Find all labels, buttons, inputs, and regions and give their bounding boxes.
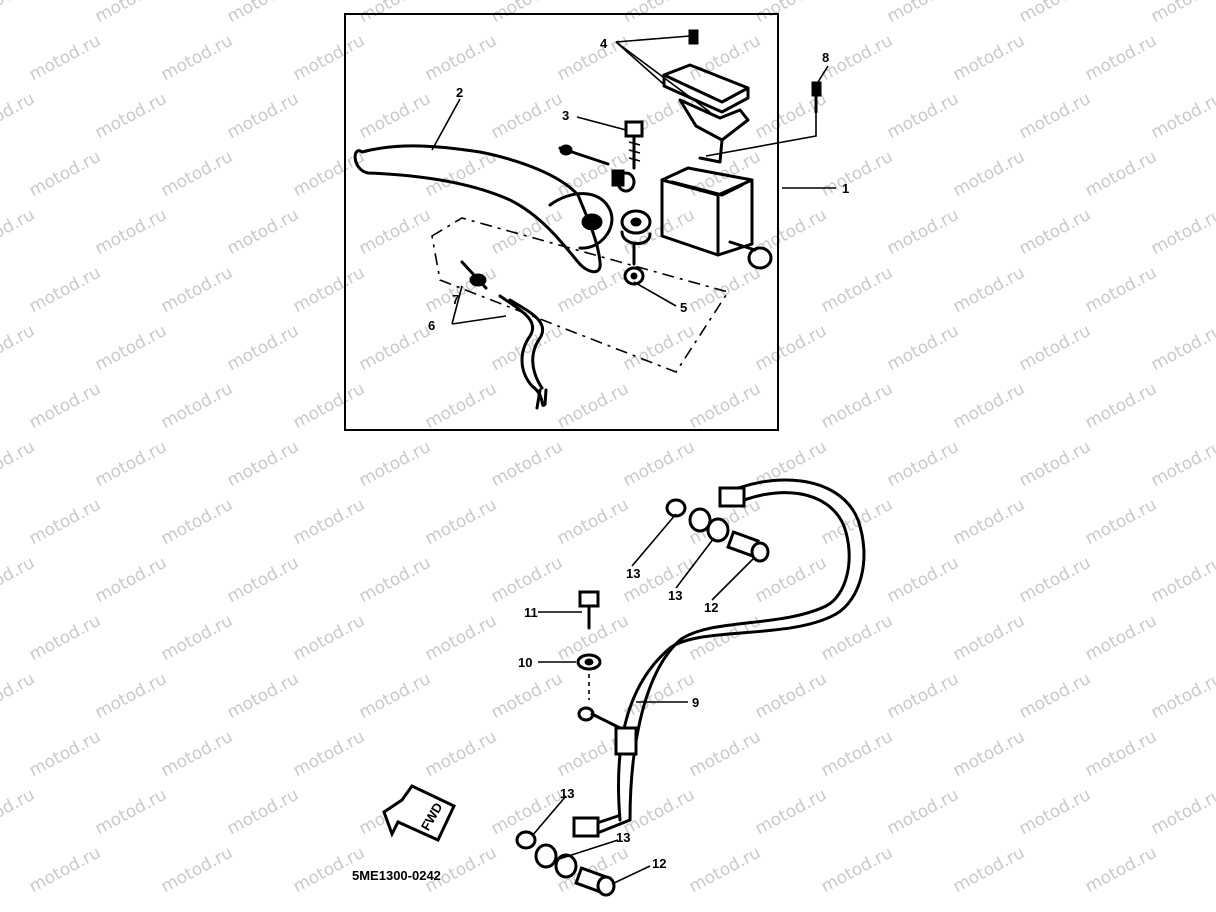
leader-lines-upper	[431, 35, 836, 325]
callout-13-upper-seal: 13	[668, 588, 682, 603]
callout-labels: 1 2 3 4 5 6 7 8 9 10 11 12 12 13 13 13 1…	[352, 36, 849, 883]
brake-hose	[572, 478, 866, 838]
callout-13-upper-washer: 13	[626, 566, 640, 581]
callout-11: 11	[524, 605, 538, 620]
callout-5: 5	[680, 300, 687, 315]
switch-screw	[811, 81, 822, 114]
diagram-code: 5ME1300-0242	[352, 868, 441, 883]
hose-bracket-fasteners	[576, 590, 622, 730]
pivot-bolt	[624, 120, 644, 170]
callout-12-upper: 12	[704, 600, 718, 615]
assembly-frame	[344, 13, 779, 431]
upper-banjo-parts	[665, 498, 770, 563]
master-cylinder	[620, 166, 773, 270]
callout-1: 1	[842, 181, 849, 196]
callout-7: 7	[452, 292, 459, 307]
callout-12-lower: 12	[652, 856, 666, 871]
reservoir-cap	[662, 29, 750, 164]
fwd-arrow: FWD	[382, 784, 456, 842]
lower-banjo-parts	[515, 830, 616, 897]
callout-13-lower-washer: 13	[560, 786, 574, 801]
callout-3: 3	[562, 108, 569, 123]
callout-6: 6	[428, 318, 435, 333]
callout-8: 8	[822, 50, 829, 65]
callout-9: 9	[692, 695, 699, 710]
callout-10: 10	[518, 655, 532, 670]
lever-nut	[623, 242, 645, 286]
brake-lever	[353, 144, 614, 274]
callout-4: 4	[600, 36, 608, 51]
switch-dashed-outline	[431, 217, 730, 373]
callout-2: 2	[456, 85, 463, 100]
brake-light-switch	[460, 260, 548, 410]
leader-lines-lower	[531, 513, 755, 885]
adjuster-screw	[558, 144, 636, 193]
callout-13-lower-seal: 13	[616, 830, 630, 845]
